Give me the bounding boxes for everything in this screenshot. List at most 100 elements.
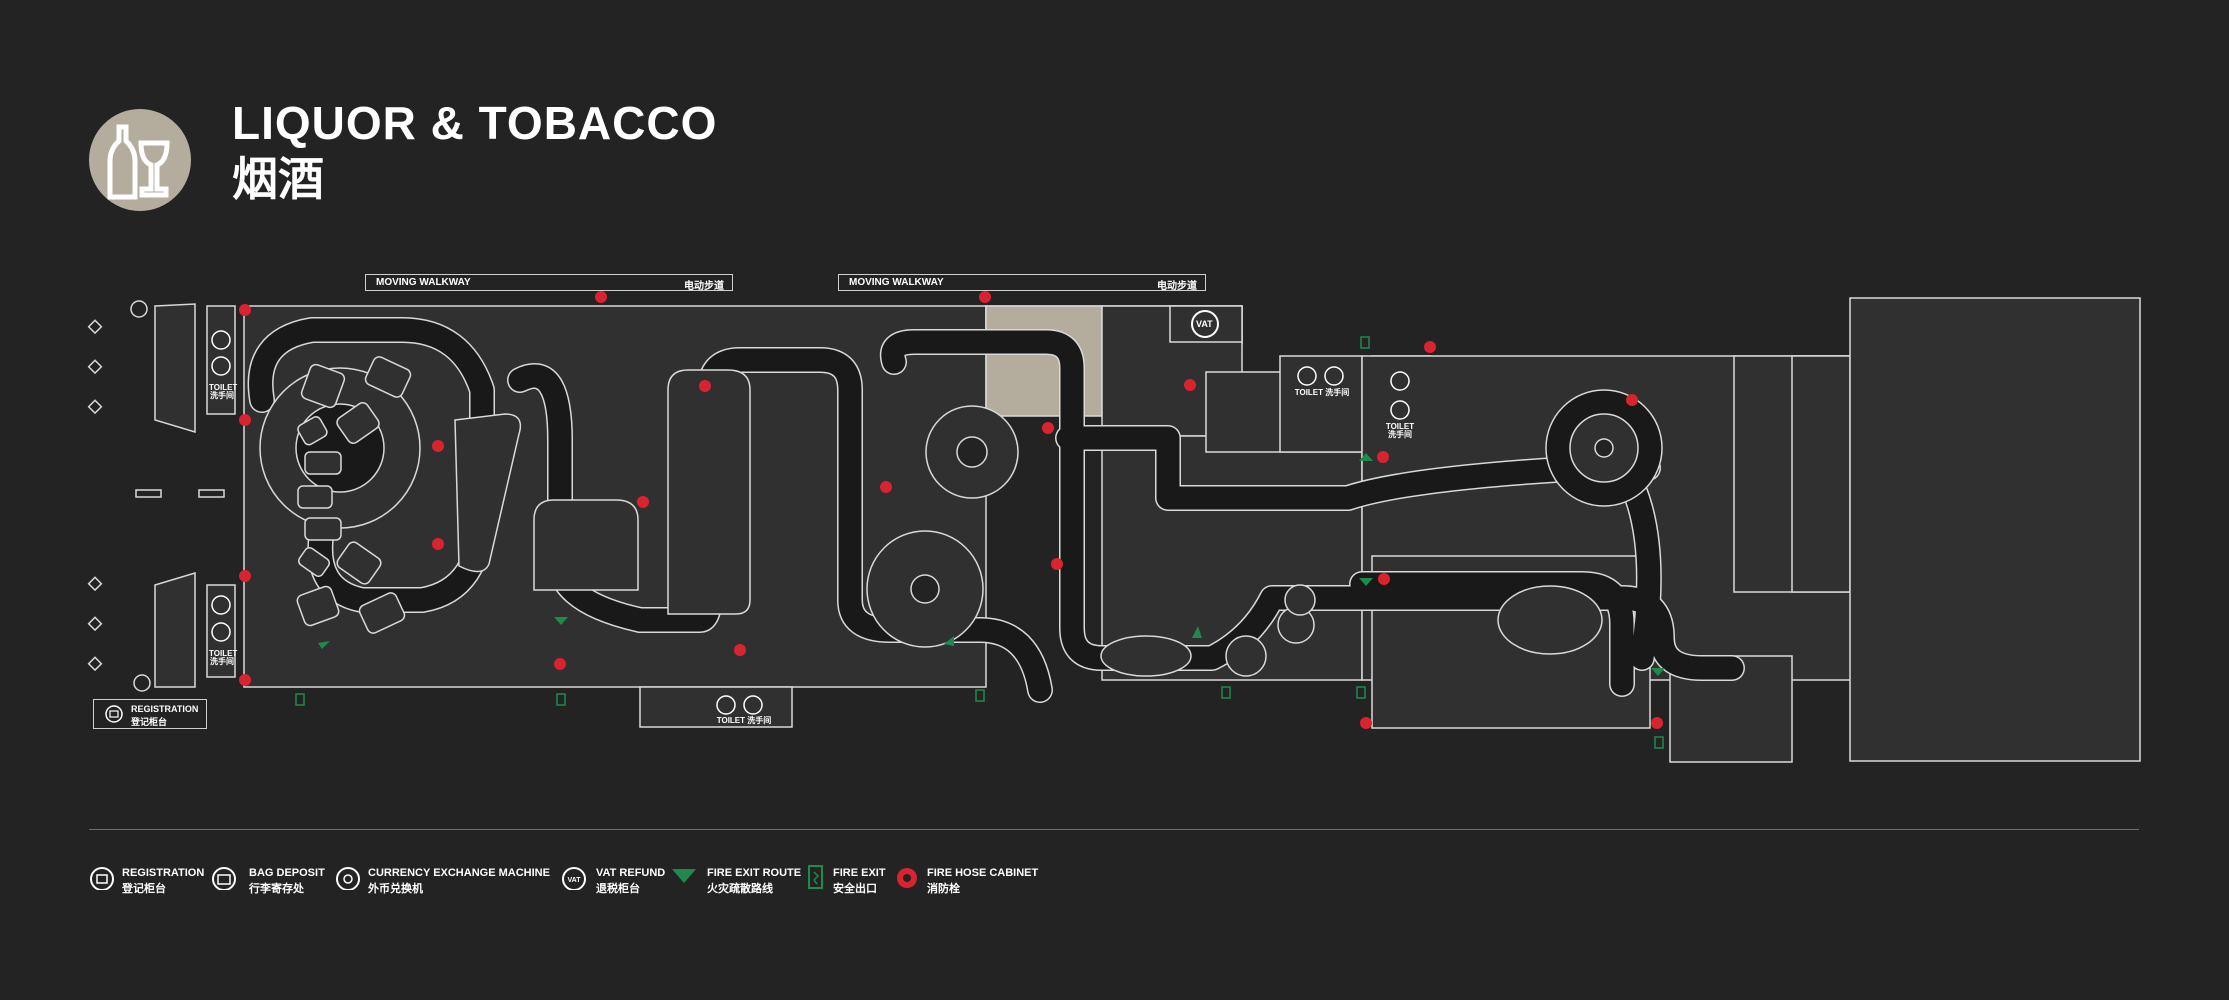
fire-exit-route-icon	[944, 636, 954, 646]
shop-unit	[154, 571, 196, 688]
walkway-label-zh: 电动步道	[1157, 281, 1197, 292]
legend-label-zh: 消防栓	[927, 883, 960, 895]
registration-icon	[90, 867, 114, 891]
accessible-icon	[1324, 366, 1344, 386]
legend-bag-deposit: BAG DEPOSIT 行李寄存处	[211, 864, 325, 895]
fire-hose-cabinet-icon	[880, 481, 892, 493]
bag-deposit-icon	[133, 674, 151, 692]
restroom-icon	[716, 695, 736, 715]
legend-fire-hose-cabinet: FIRE HOSE CABINET 消防栓	[895, 864, 1038, 897]
fire-hose-cabinet-icon	[1377, 451, 1389, 463]
registration-label-en: REGISTRATION	[131, 704, 199, 714]
fire-exit-routes	[318, 453, 1665, 676]
fire-hose-cabinet-icon	[239, 570, 251, 582]
fire-exits	[295, 336, 1664, 749]
toilet-label-zh: 洗手间	[1388, 430, 1412, 440]
fire-hose-cabinet-icon	[554, 658, 566, 670]
fire-exit-icon	[1360, 336, 1370, 349]
legend-divider	[89, 829, 2139, 830]
fire-hose-cabinet-icon	[1360, 717, 1372, 729]
legend-label-en: VAT REFUND	[596, 867, 666, 879]
toilet-label-right-upper: TOILET 洗手间	[1292, 388, 1352, 397]
entrance-markers	[87, 300, 225, 692]
fire-exit-route-icon	[1651, 668, 1665, 676]
fire-hose-cabinet-icon	[1184, 379, 1196, 391]
walkway-label-zh: 电动步道	[684, 281, 724, 292]
fire-hose-cabinets	[239, 291, 1663, 729]
moving-walkway-left: MOVING WALKWAY 电动步道	[365, 274, 733, 292]
category-badge	[89, 109, 191, 211]
toilet-label-en: TOILET	[209, 383, 238, 392]
legend-label-zh: 登记柜台	[122, 883, 166, 895]
fire-exit-icon	[808, 865, 823, 889]
restroom-icon	[1297, 366, 1317, 386]
fire-hose-cabinet-icon	[239, 414, 251, 426]
walkway-label-en: MOVING WALKWAY	[376, 277, 471, 288]
fire-exit-icon	[556, 693, 566, 706]
fire-hose-cabinet-icon	[897, 868, 917, 888]
toilet-label-left-bottom: TOILET 洗手间	[209, 649, 238, 667]
fire-hose-cabinet-icon	[1378, 573, 1390, 585]
toilet-icons	[211, 330, 1410, 715]
toilet-label-en: TOILET	[1294, 388, 1324, 397]
accessible-icon	[1390, 400, 1410, 420]
fire-hose-cabinet-icon	[979, 291, 991, 303]
fire-hose-cabinet-icon	[432, 440, 444, 452]
shop-blocks	[154, 297, 2141, 763]
legend-label-zh: 外币兑换机	[368, 883, 423, 895]
toilet-label-zh: 洗手间	[1325, 388, 1350, 397]
fire-exit-route-icon	[672, 869, 696, 883]
legend-label-zh: 安全出口	[833, 883, 877, 895]
round-kiosk	[1284, 584, 1316, 616]
fire-exit-route-icon	[1192, 626, 1202, 638]
large-hall	[1849, 297, 2141, 762]
fire-hose-cabinet-icon	[1042, 422, 1054, 434]
fire-exit-route-icon	[1359, 578, 1373, 586]
toilet-label-en: TOILET	[1385, 422, 1415, 431]
legend-vat-refund: VAT VAT REFUND 退税柜台	[561, 864, 665, 895]
fire-hose-cabinet-icon	[699, 380, 711, 392]
fire-exit-icon	[1356, 686, 1366, 699]
vat-refund-icon	[1191, 310, 1219, 338]
fire-exit-route-icon	[1359, 453, 1373, 461]
toilet-label-left-top: TOILET 洗手间	[209, 383, 238, 401]
legend-label-zh: 行李寄存处	[249, 883, 304, 895]
registration-counter: REGISTRATION 登记柜台	[93, 699, 207, 729]
fire-hose-cabinet-icon	[1424, 341, 1436, 353]
legend-fire-exit-route: FIRE EXIT ROUTE 火灾疏散路线	[670, 864, 801, 895]
fire-hose-cabinet-icon	[637, 496, 649, 508]
restroom-icon	[211, 595, 231, 615]
accessible-icon	[211, 356, 231, 376]
legend-label-zh: 火灾疏散路线	[707, 883, 773, 895]
svg-text:VAT: VAT	[568, 877, 582, 884]
accessible-icon	[743, 695, 763, 715]
fire-hose-cabinet-icon	[734, 644, 746, 656]
fire-exit-icon	[1221, 686, 1231, 699]
currency-exchange-icon	[336, 867, 360, 891]
fire-exit-icon	[1654, 736, 1664, 749]
toilet-block	[639, 686, 793, 728]
restroom-icon	[211, 330, 231, 350]
registration-icon	[105, 705, 123, 723]
legend-currency-exchange: CURRENCY EXCHANGE MACHINE 外币兑换机	[335, 864, 550, 895]
oval-kiosk	[1497, 585, 1603, 655]
vat-refund-icon: VAT	[562, 867, 586, 891]
accessible-icon	[211, 622, 231, 642]
toilet-label-zh: 洗手间	[210, 391, 234, 401]
legend-label-en: FIRE HOSE CABINET	[927, 867, 1039, 879]
walkway-label-en: MOVING WALKWAY	[849, 277, 944, 288]
fire-hose-cabinet-icon	[239, 674, 251, 686]
toilet-label-en: TOILET	[209, 649, 238, 658]
restroom-icon	[1390, 371, 1410, 391]
registration-label-zh: 登记柜台	[131, 717, 168, 727]
bag-deposit-icon	[130, 300, 148, 318]
shop-unit	[154, 303, 196, 434]
fire-exit-route-icon	[554, 617, 568, 625]
kiosks	[296, 356, 751, 634]
toilet-label-zh: 洗手间	[747, 716, 772, 725]
moving-walkway-right: MOVING WALKWAY 电动步道	[838, 274, 1206, 292]
legend-label-en: REGISTRATION	[122, 867, 205, 879]
bottle-and-glass-icon	[107, 124, 170, 200]
fire-exit-route-icon	[318, 641, 330, 649]
